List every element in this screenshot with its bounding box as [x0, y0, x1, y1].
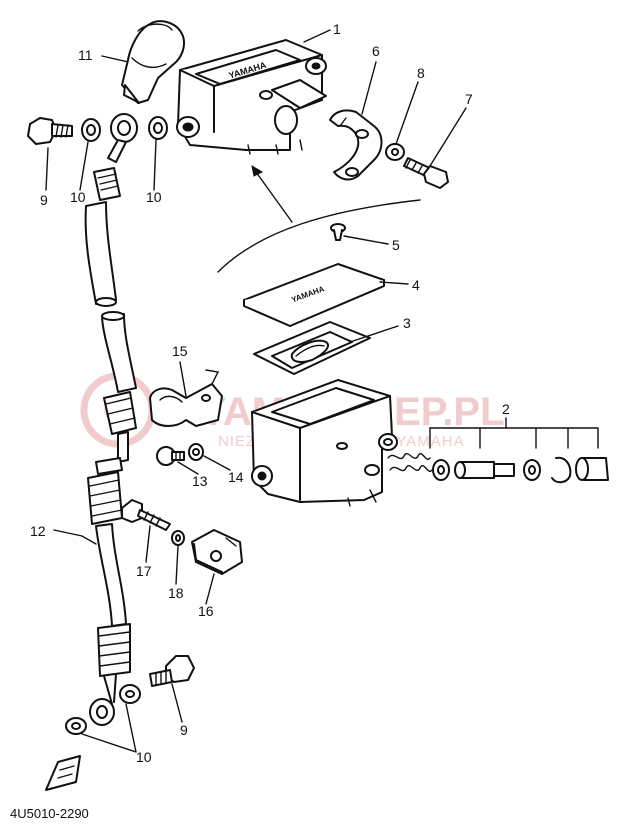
- group-arc-line: [217, 199, 421, 273]
- leader-lines: [45, 29, 507, 753]
- drawing-code: 4U5010-2290: [10, 806, 89, 821]
- callout-2: 2: [502, 401, 510, 417]
- front-direction-icon: [45, 755, 81, 791]
- part-washer-10-top-left: [81, 118, 101, 142]
- part-washer-8: [385, 143, 405, 161]
- callout-11: 11: [78, 47, 93, 63]
- callout-14: 14: [228, 469, 244, 485]
- part-washer-14: [188, 443, 204, 461]
- callout-17: 17: [136, 563, 152, 579]
- part-washer-10-bottom-right: [119, 684, 141, 704]
- callout-5: 5: [392, 237, 400, 253]
- callout-7: 7: [465, 91, 473, 107]
- callout-8: 8: [417, 65, 425, 81]
- pointer-arrow: [255, 171, 293, 223]
- callout-10-bottom: 10: [136, 749, 152, 765]
- callout-10-top-left: 10: [70, 189, 86, 205]
- callout-18: 18: [168, 585, 184, 601]
- part-master-cylinder-top: YAMAHA: [176, 39, 327, 155]
- part-diaphragm: [253, 321, 371, 375]
- part-brake-hose-lower: [101, 311, 137, 463]
- callout-6: 6: [372, 43, 380, 59]
- part-union-bolt-top: [27, 117, 73, 145]
- part-washer-10-top-right: [148, 116, 168, 140]
- part-washer-10-bottom-left: [65, 717, 87, 735]
- part-cap: YAMAHA: [243, 263, 385, 327]
- callout-9-bottom: 9: [180, 722, 188, 738]
- part-brake-hose-caliper: [87, 457, 131, 726]
- callout-3: 3: [403, 315, 411, 331]
- callout-labels: 1 2 3 4 5 6 7 8 9 9 10 10 10 11 12 13 14…: [30, 21, 510, 765]
- callout-10-top-right: 10: [146, 189, 162, 205]
- part-holder: [329, 109, 383, 181]
- part-piston-kit: [387, 427, 609, 484]
- part-screw-5: [330, 223, 346, 241]
- part-washer-18: [171, 530, 185, 546]
- part-brake-hose-upper: [84, 113, 138, 307]
- callout-16: 16: [198, 603, 214, 619]
- part-hose-guide: [149, 369, 223, 427]
- part-bolt-13: [156, 446, 185, 466]
- part-master-cylinder-body: [251, 379, 398, 507]
- callout-12: 12: [30, 523, 46, 539]
- callout-13: 13: [192, 473, 208, 489]
- part-bolt-7: [403, 157, 449, 189]
- callout-15: 15: [172, 343, 188, 359]
- part-bracket-16: [191, 529, 243, 575]
- callout-1: 1: [333, 21, 341, 37]
- pointer-arrow-head: [251, 164, 264, 177]
- callout-9-top: 9: [40, 192, 48, 208]
- part-rubber-boot: [121, 20, 185, 104]
- part-union-bolt-bottom: [149, 655, 195, 687]
- part-bolt-17: [121, 499, 171, 531]
- callout-4: 4: [412, 277, 420, 293]
